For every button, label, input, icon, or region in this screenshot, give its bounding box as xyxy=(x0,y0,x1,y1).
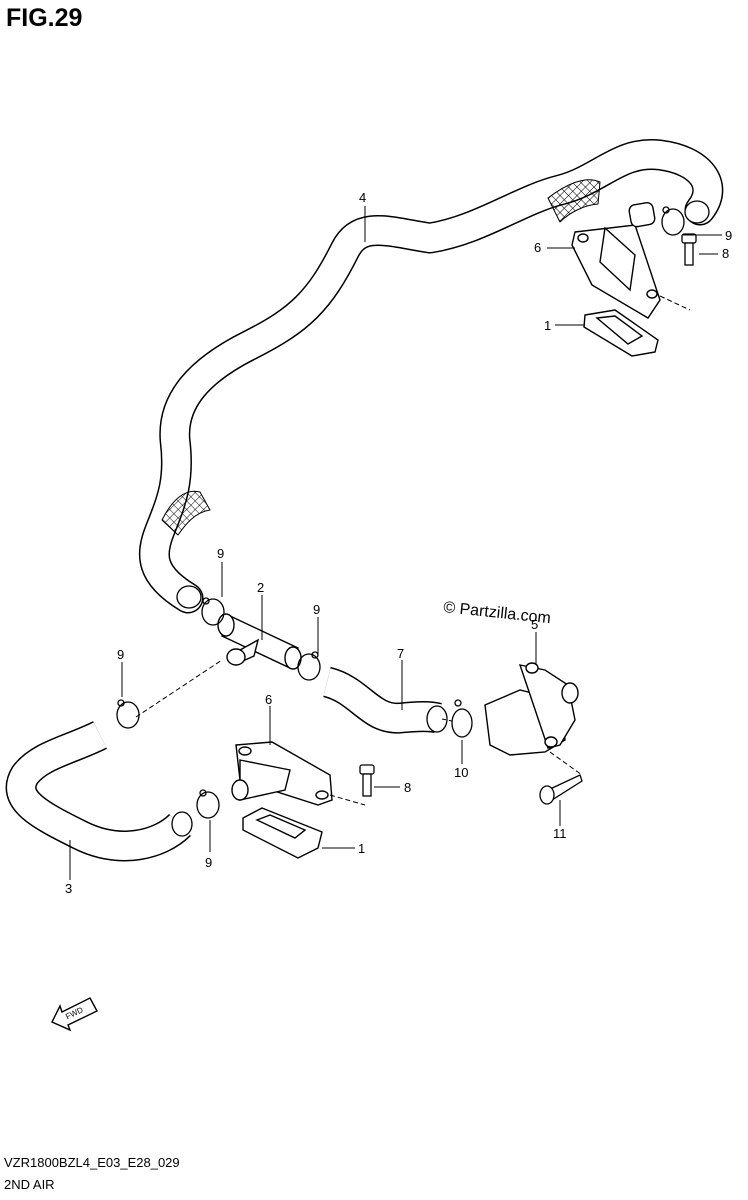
callout-8-b: 8 xyxy=(404,780,411,795)
callout-6-a: 6 xyxy=(534,240,541,255)
callout-9-a: 9 xyxy=(725,228,732,243)
callout-1-a: 1 xyxy=(544,318,551,333)
clamp-9-d xyxy=(116,699,140,729)
callout-9-b: 9 xyxy=(217,546,224,561)
callout-2: 2 xyxy=(257,580,264,595)
figure-code: VZR1800BZL4_E03_E28_029 xyxy=(4,1155,180,1170)
screw-11 xyxy=(539,774,583,805)
hose-3 xyxy=(5,721,193,862)
gasket-1-upper xyxy=(583,309,659,357)
callout-11: 11 xyxy=(553,826,567,841)
callout-7: 7 xyxy=(397,646,404,661)
bolt-8-lower xyxy=(359,764,375,797)
clamp-9-b xyxy=(201,597,225,626)
cover-6-upper xyxy=(571,201,661,319)
callout-1-b: 1 xyxy=(358,841,365,856)
cover-6-lower xyxy=(231,741,333,806)
clamp-9-a xyxy=(661,206,685,236)
fwd-arrow-icon: FWD xyxy=(51,997,98,1032)
callout-9-e: 9 xyxy=(205,855,212,870)
callout-4: 4 xyxy=(359,190,366,205)
clamp-9-e xyxy=(196,789,220,819)
bolt-8-upper xyxy=(681,233,697,266)
callout-6-b: 6 xyxy=(265,692,272,707)
callout-9-c: 9 xyxy=(313,602,320,617)
callout-5: 5 xyxy=(531,617,538,632)
figure-title: FIG.29 xyxy=(6,4,83,32)
t-joint-2 xyxy=(217,613,302,670)
callout-10: 10 xyxy=(454,765,468,780)
air-valve-5 xyxy=(484,662,579,756)
hose-4 xyxy=(138,138,724,614)
callout-8-a: 8 xyxy=(722,246,729,261)
watermark: © Partzilla.com xyxy=(443,599,552,627)
callout-3: 3 xyxy=(65,881,72,896)
hose-7 xyxy=(322,666,448,734)
clamp-10 xyxy=(451,699,473,738)
callout-9-d: 9 xyxy=(117,647,124,662)
leader-lines xyxy=(69,206,722,880)
gasket-1-lower xyxy=(242,807,323,859)
figure-subtitle: 2ND AIR xyxy=(4,1177,55,1192)
